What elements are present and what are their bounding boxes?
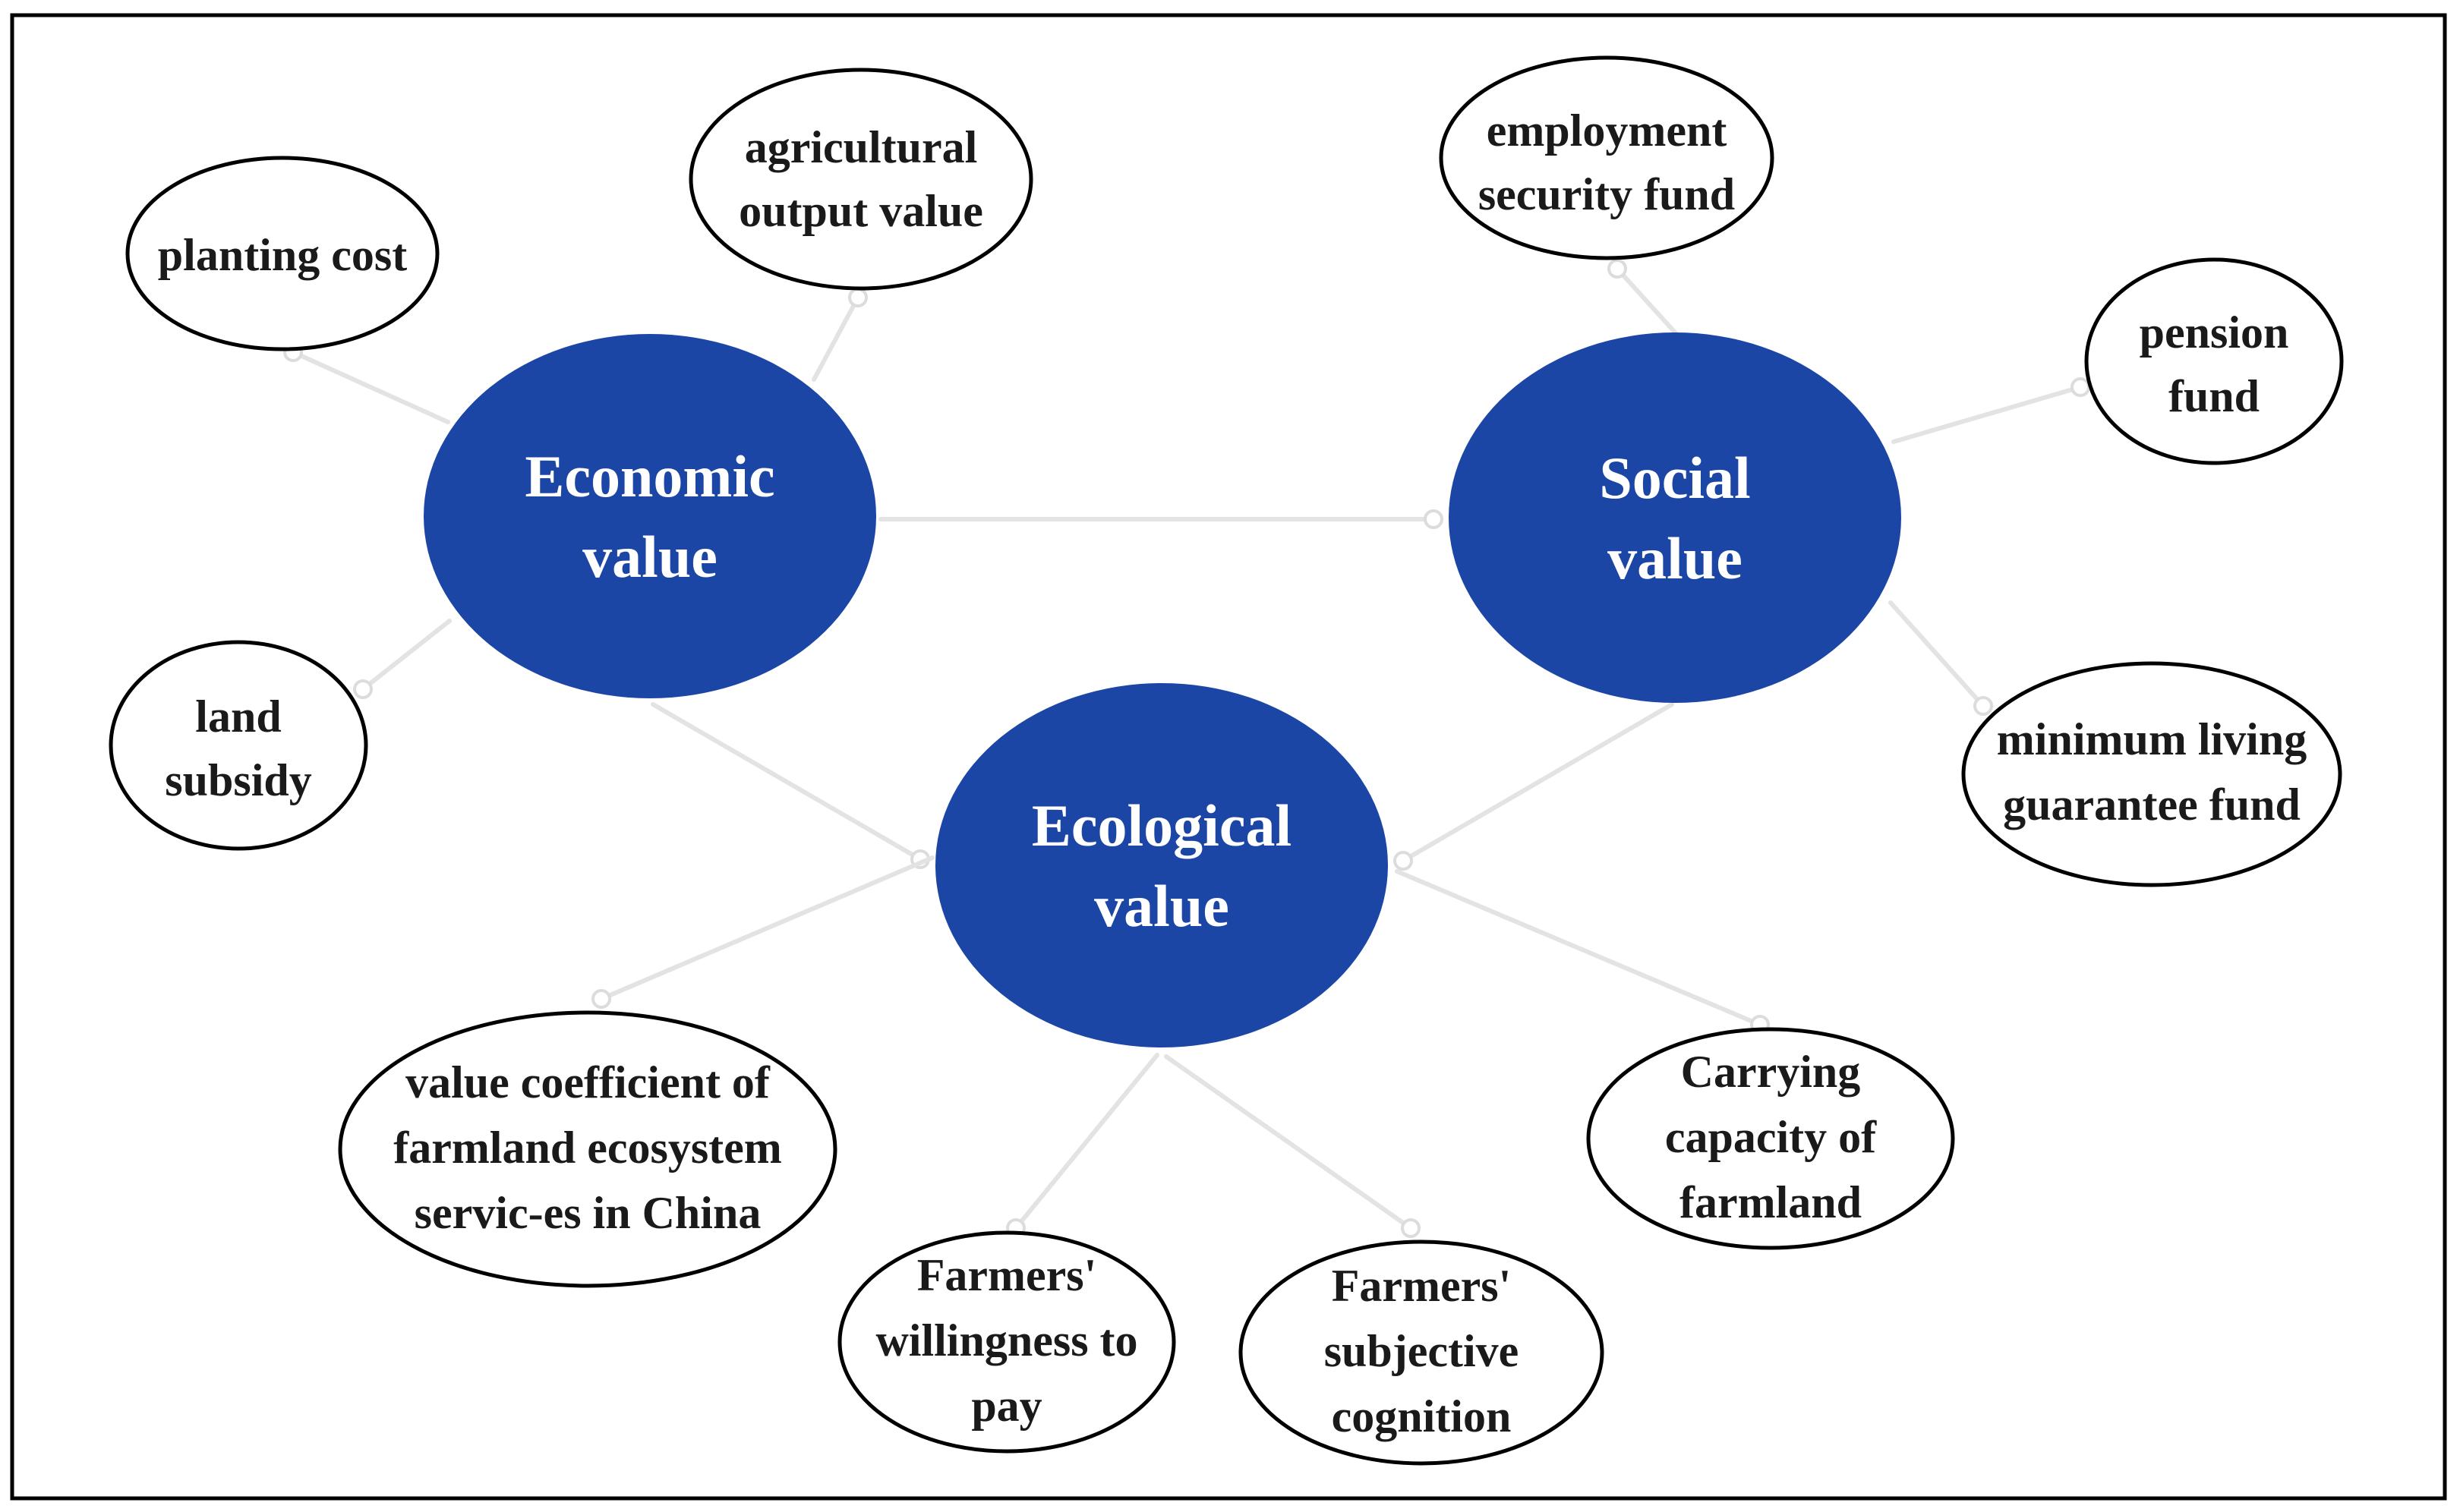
node-pension-fund-line2: fund [2168,371,2260,421]
node-value-coefficient-line3: servic-es in China [415,1188,762,1238]
node-planting-cost: planting cost [125,156,440,351]
connector-farmers-cognition [1164,1054,1421,1238]
connector-economic-social [878,509,1443,529]
node-employment-security-line2: security fund [1478,169,1735,219]
hub-economic-value: Economic value [424,334,876,698]
hub-economic-label-line2: value [582,524,718,590]
node-employment-security-line1: employment [1487,106,1727,156]
node-farmers-cognition-line3: cognition [1332,1391,1512,1441]
hub-ecological-value: Ecological value [935,683,1388,1047]
node-carrying-capacity-line2: capacity of [1665,1112,1877,1162]
node-agricultural-output-value: agricultural output value [689,68,1033,291]
hub-social-value: Social value [1449,332,1901,703]
node-agricultural-output-line2: output value [739,186,983,236]
connector-land-subsidy [353,619,452,699]
node-minimum-living-line2: guarantee fund [2003,780,2301,830]
node-carrying-capacity: Carrying capacity of farmland [1586,1027,1955,1250]
node-farmers-willingness-line3: pay [971,1381,1042,1431]
node-planting-cost-line1: planting cost [158,230,407,280]
node-employment-security-fund: employment security fund [1439,55,1774,260]
node-land-subsidy-line2: subsidy [165,755,311,805]
node-agricultural-output-line1: agricultural [745,122,978,172]
hub-social-label-line2: value [1607,525,1742,591]
node-carrying-capacity-line3: farmland [1679,1177,1862,1227]
connector-employment-security [1607,259,1679,336]
node-minimum-living-line1: minimum living [1997,714,2307,764]
node-farmers-willingness-to-pay: Farmers' willingness to pay [837,1230,1176,1454]
node-land-subsidy: land subsidy [109,640,368,851]
node-pension-fund-line1: pension [2140,307,2289,358]
node-value-coefficient-line2: farmland ecosystem [393,1123,782,1173]
node-farmers-cognition-line1: Farmers' [1332,1261,1512,1311]
hub-social-label-line1: Social [1599,445,1750,511]
node-pension-fund: pension fund [2084,257,2344,465]
node-farmers-willingness-line2: willingness to [875,1315,1137,1366]
connector-agricultural-output [812,288,868,382]
node-land-subsidy-line1: land [195,691,281,742]
node-value-coefficient-line1: value coefficient of [405,1057,771,1107]
connector-social-ecological [1393,702,1674,871]
node-farmers-subjective-cognition: Farmers' subjective cognition [1238,1240,1604,1466]
node-farmers-cognition-line2: subjective [1324,1326,1519,1376]
node-carrying-capacity-line1: Carrying [1681,1047,1861,1097]
node-farmers-willingness-line1: Farmers' [917,1250,1097,1300]
connectors [283,259,2090,1238]
hub-ecological-label-line2: value [1094,873,1229,939]
connector-value-coefficient [591,855,935,1009]
hub-ecological-label-line1: Ecological [1032,792,1292,858]
node-value-coefficient: value coefficient of farmland ecosystem … [338,1010,837,1288]
node-minimum-living-guarantee-fund: minimum living guarantee fund [1961,661,2342,887]
hub-economic-label-line1: Economic [525,443,774,509]
connector-minimum-living [1888,600,1993,716]
